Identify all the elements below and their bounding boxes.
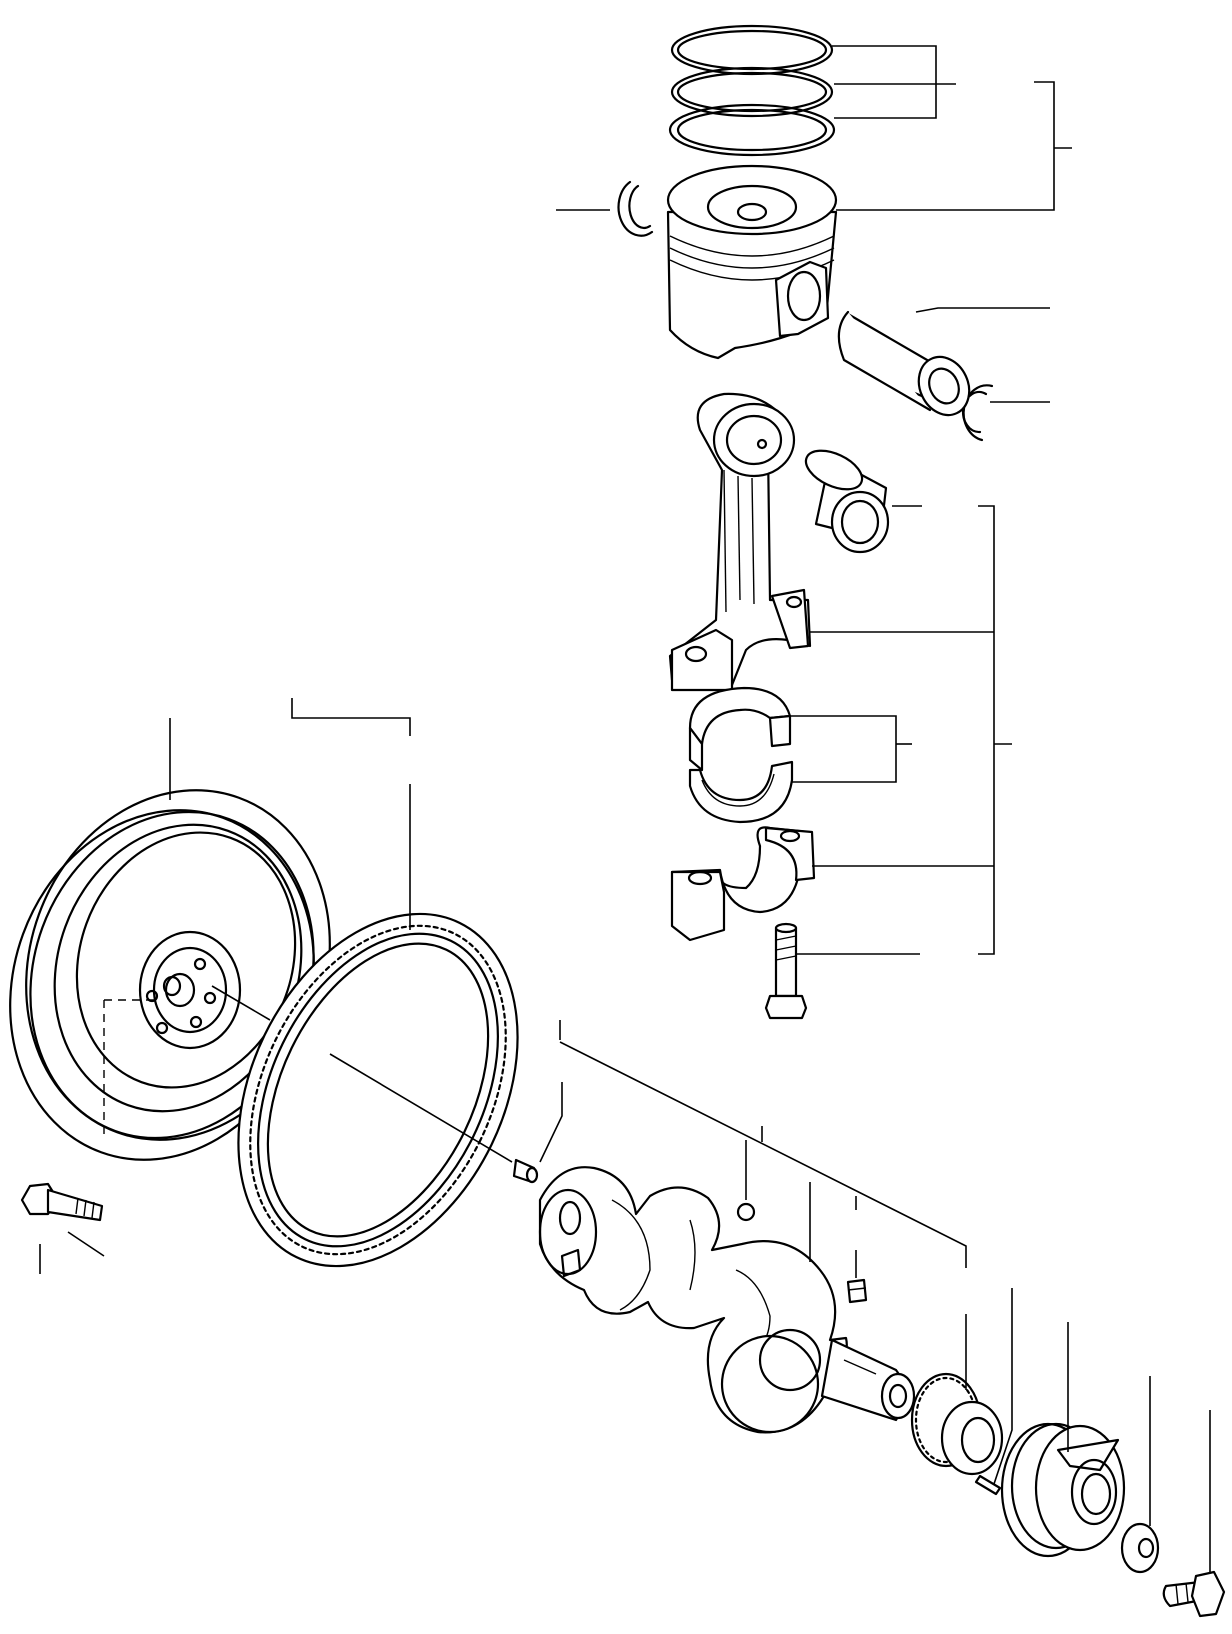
big-end-bearing-upper[interactable]: [688, 686, 792, 772]
piston-pin[interactable]: [837, 310, 979, 423]
washer[interactable]: [1120, 1522, 1160, 1574]
flywheel[interactable]: [0, 747, 378, 1203]
piston-ring-set[interactable]: [668, 24, 836, 157]
crankshaft[interactable]: [538, 1166, 916, 1434]
crankshaft-pulley[interactable]: [1000, 1422, 1126, 1558]
leader-lines: [39, 45, 1211, 1572]
connecting-rod[interactable]: [668, 392, 812, 692]
steel-ball[interactable]: [736, 1202, 756, 1222]
piston[interactable]: [666, 164, 838, 360]
woodruff-key[interactable]: [846, 1278, 868, 1304]
pulley-bolt[interactable]: [1162, 1570, 1226, 1618]
big-end-bearing-lower[interactable]: [688, 760, 794, 824]
pin[interactable]: [974, 1474, 1002, 1496]
dowel-pin[interactable]: [512, 1158, 539, 1184]
flywheel-bolt[interactable]: [20, 1182, 104, 1222]
connecting-rod-cap[interactable]: [670, 826, 816, 942]
crankshaft-gear[interactable]: [910, 1372, 1004, 1476]
connecting-rod-bolt[interactable]: [764, 922, 808, 1020]
piston-pin-circlip[interactable]: [617, 180, 654, 237]
small-end-bushing[interactable]: [800, 443, 890, 554]
ring-gear[interactable]: [183, 868, 573, 1313]
